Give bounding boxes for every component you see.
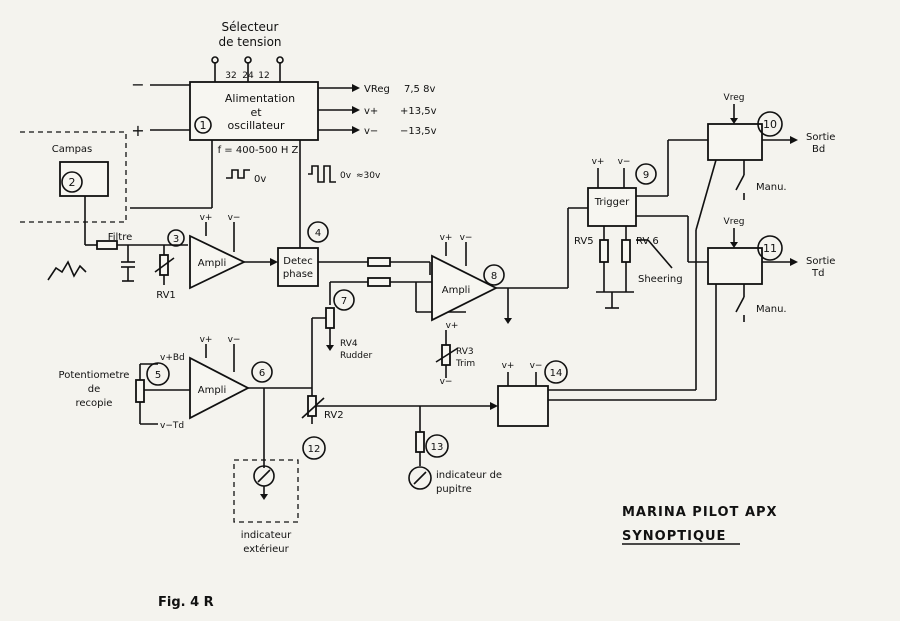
out11-vreg: Vreg [724,217,745,227]
trim-rv: RV3 [456,347,474,357]
out11-number: 11 [763,242,777,255]
pot-label-2: de [88,384,101,395]
amp8-number: 8 [491,271,497,282]
amp6-triangle [189,356,250,420]
vplus-label: v+ [364,106,378,117]
amp6-vminus: v− [228,335,241,345]
trim-label: Trim [455,359,475,369]
amp6-label: Ampli [198,385,227,396]
trigger-number: 9 [643,170,649,181]
rv1-label: RV1 [156,290,176,301]
detector-number: 4 [315,228,321,239]
out11-box [707,247,763,285]
block14-box [497,385,549,427]
ext-label-2: extérieur [243,543,289,555]
compass-excitation-wave [226,169,250,179]
block-numbers [61,111,783,460]
detector-label-1: Detec [283,256,312,267]
amp3-number: 3 [173,234,179,245]
noisy-input-wave [47,260,87,281]
caption-title: MARINA PILOT APX [622,505,778,520]
ind13-label-1: indicateur de [436,470,502,481]
wiring [20,56,798,523]
amp6-vplus: v+ [200,335,213,345]
sheering-label: Sheering [638,274,683,285]
out11-manu: Manu. [756,304,787,315]
ext-label-1: indicateur [241,530,292,541]
pot-vtd: v−Td [160,421,184,431]
supply-label-1: Alimentation [225,92,295,105]
amp8-triangle [431,254,499,322]
supply-box [189,81,319,141]
detector-wave-label: 0v [340,171,352,181]
detector-reference-wave [308,165,336,183]
supply-frequency: f = 400-500 H Z [218,145,299,156]
trim-vminus: v− [440,377,453,387]
vreg-value: 7,5 8v [404,84,435,95]
filter-label: Filtre [108,232,133,243]
detector-box [277,247,319,287]
rv2-label: RV2 [324,410,344,421]
amp8-vplus: v+ [440,233,453,243]
rv6-label: RV 6 [636,236,659,247]
selector-title-1: Sélecteur [222,20,279,34]
trigger-vplus: v+ [592,157,605,167]
amp3-vminus: v− [228,213,241,223]
amp3-triangle [189,234,247,290]
trim-vplus: v+ [446,321,459,331]
amp8-label: Ampli [442,285,471,296]
selector-title-2: de tension [218,35,281,49]
amp8-vminus: v− [460,233,473,243]
detector-wave-volt: ≈30v [356,171,381,181]
rv5-label: RV5 [574,236,594,247]
trigger-vminus: v− [618,157,631,167]
out11-label-2: Td [811,268,824,279]
pot-number: 5 [155,370,161,381]
supply-label-3: oscillateur [228,119,285,132]
pot-label-3: recopie [76,398,113,409]
out10-label-2: Bd [812,144,825,155]
rudder-label: Rudder [340,351,373,361]
compass-label: Campas [52,144,93,155]
supply-plus: + [131,121,144,140]
trigger-box [587,187,637,227]
out10-vreg: Vreg [724,93,745,103]
out10-box [707,123,763,161]
supply-minus: − [131,75,144,94]
vminus-value: −13,5v [400,126,437,137]
ind13-number: 13 [431,442,444,453]
rudder-number: 7 [341,296,347,307]
block14-vminus: v− [530,361,543,371]
selector-tap-12: 12 [258,71,269,81]
rv2-number: 12 [308,444,321,455]
trigger-label: Trigger [594,197,630,208]
out10-label-1: Sortie [806,132,835,143]
out11-label-1: Sortie [806,256,835,267]
figure-label: Fig. 4 R [158,595,214,610]
block14-number: 14 [550,368,563,379]
block14-vplus: v+ [502,361,515,371]
amp6-number: 6 [259,368,265,379]
compass-number: 2 [69,176,76,189]
pot-label-1: Potentiometre [59,370,130,381]
out10-manu: Manu. [756,182,787,193]
pot-vbd: v+Bd [160,353,185,363]
amp3-vplus: v+ [200,213,213,223]
caption-subtitle: SYNOPTIQUE [622,529,726,544]
amp3-label: Ampli [198,258,227,269]
detector-label-2: phase [283,269,313,280]
selector-tap-32: 32 [225,71,236,81]
ind13-label-2: pupitre [436,484,472,495]
rudder-rv: RV4 [340,339,358,349]
vminus-label: v− [364,126,378,137]
compass-wave-label: 0v [254,174,266,185]
vreg-label: VReg [364,84,390,95]
supply-label-2: et [250,106,262,119]
supply-number: 1 [200,119,207,132]
out10-number: 10 [763,118,777,131]
selector-tap-24: 24 [242,71,254,81]
vplus-value: +13,5v [400,106,437,117]
